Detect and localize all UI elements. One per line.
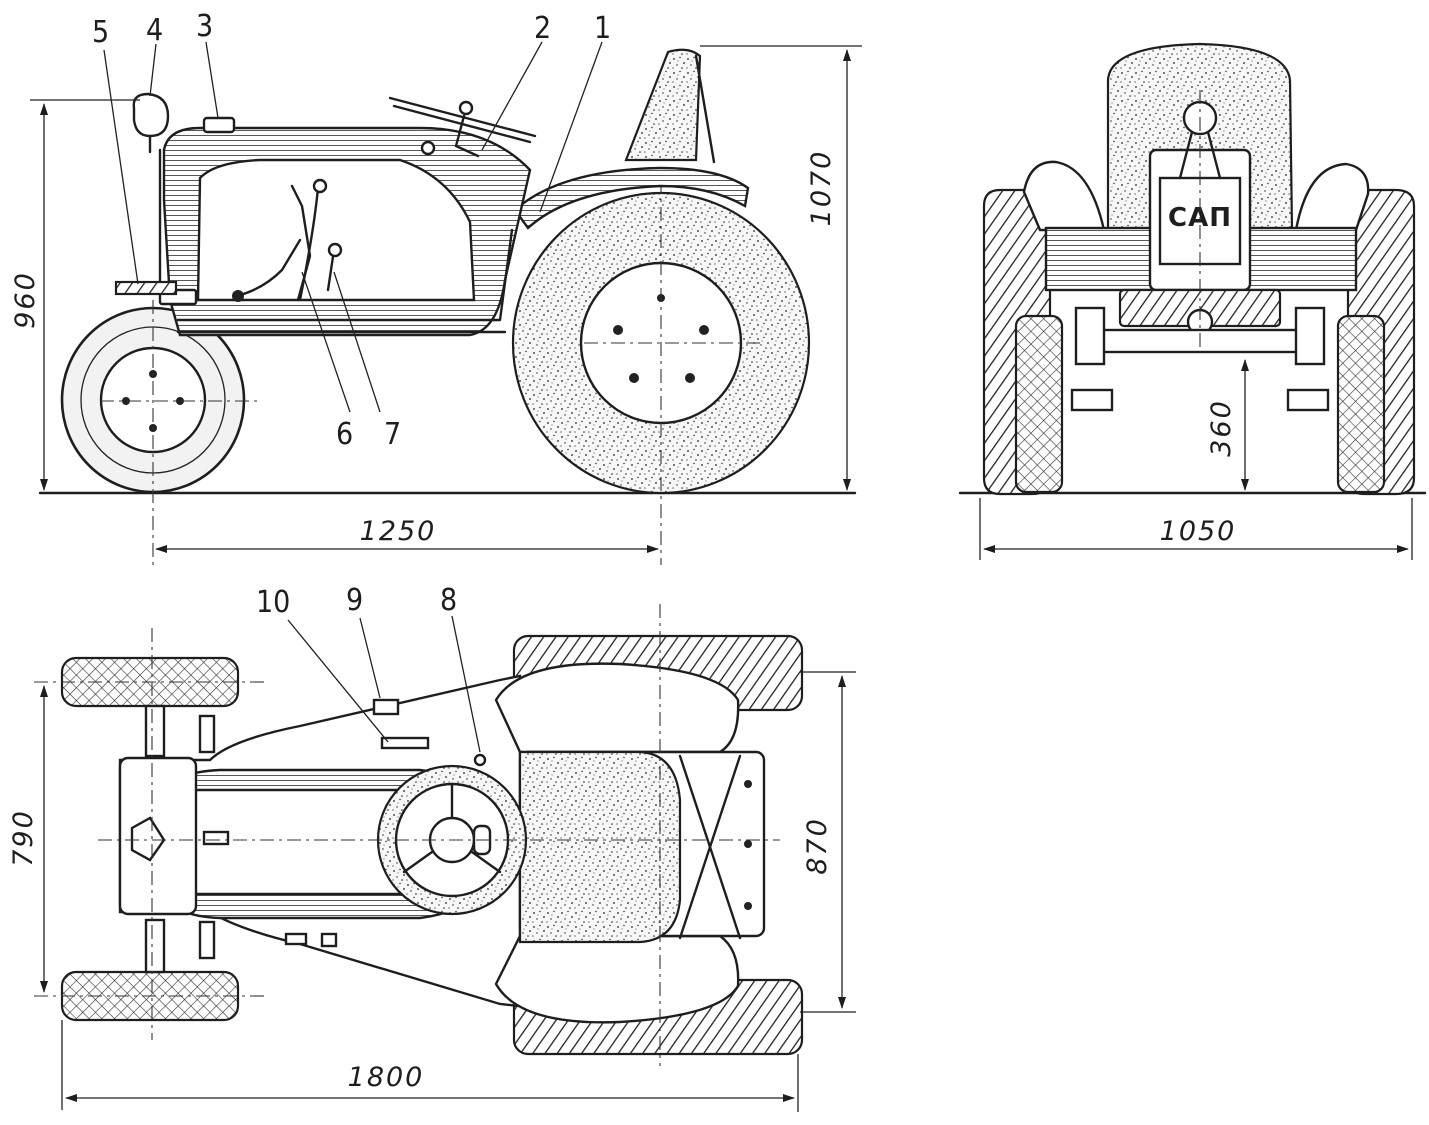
side-front-wheel [60, 300, 262, 565]
front-tire-right [1336, 314, 1386, 494]
dim-top-front-track: 790 [8, 809, 39, 867]
top-seat [518, 750, 682, 944]
side-callouts [103, 41, 603, 413]
callout-1: 1 [594, 11, 611, 46]
front-view: САП 360 1050 [958, 42, 1427, 560]
side-rear-wheel [511, 180, 811, 565]
callout-3: 3 [196, 9, 213, 44]
callout-4: 4 [146, 13, 163, 48]
callout-9: 9 [346, 583, 363, 618]
dim-side-overall-height: 1070 [806, 150, 837, 227]
callout-10: 10 [256, 585, 290, 620]
dim-front-track: 1050 [1160, 516, 1237, 547]
dim-top-rear-track: 870 [802, 817, 833, 875]
dim-top-length: 1800 [348, 1062, 425, 1093]
side-view: 5 4 3 2 1 6 7 960 1070 1250 [10, 9, 862, 565]
callout-8: 8 [440, 583, 457, 618]
side-seat-back [624, 48, 702, 162]
side-panel [196, 158, 476, 302]
callout-7: 7 [384, 417, 401, 452]
callout-5: 5 [92, 15, 109, 50]
dim-front-clearance: 360 [1206, 399, 1237, 457]
dim-side-height: 960 [10, 271, 41, 329]
dim-side-wheelbase: 1250 [360, 516, 437, 547]
callout-2: 2 [534, 11, 551, 46]
front-tire-left [1014, 314, 1064, 494]
top-view: 10 9 8 790 870 1800 [8, 583, 856, 1112]
callout-6: 6 [336, 417, 353, 452]
rear-fender [513, 166, 750, 230]
